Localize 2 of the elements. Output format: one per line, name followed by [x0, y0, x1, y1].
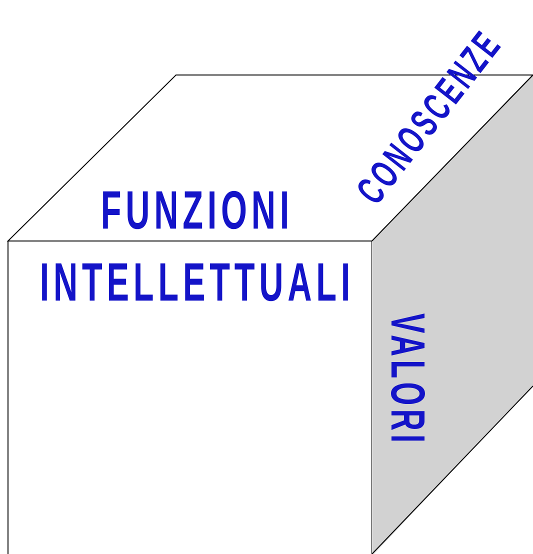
cube-label: FUNZIONI INTELLETTUALI: [42, 190, 348, 302]
cube-label: VALORI: [391, 314, 425, 441]
